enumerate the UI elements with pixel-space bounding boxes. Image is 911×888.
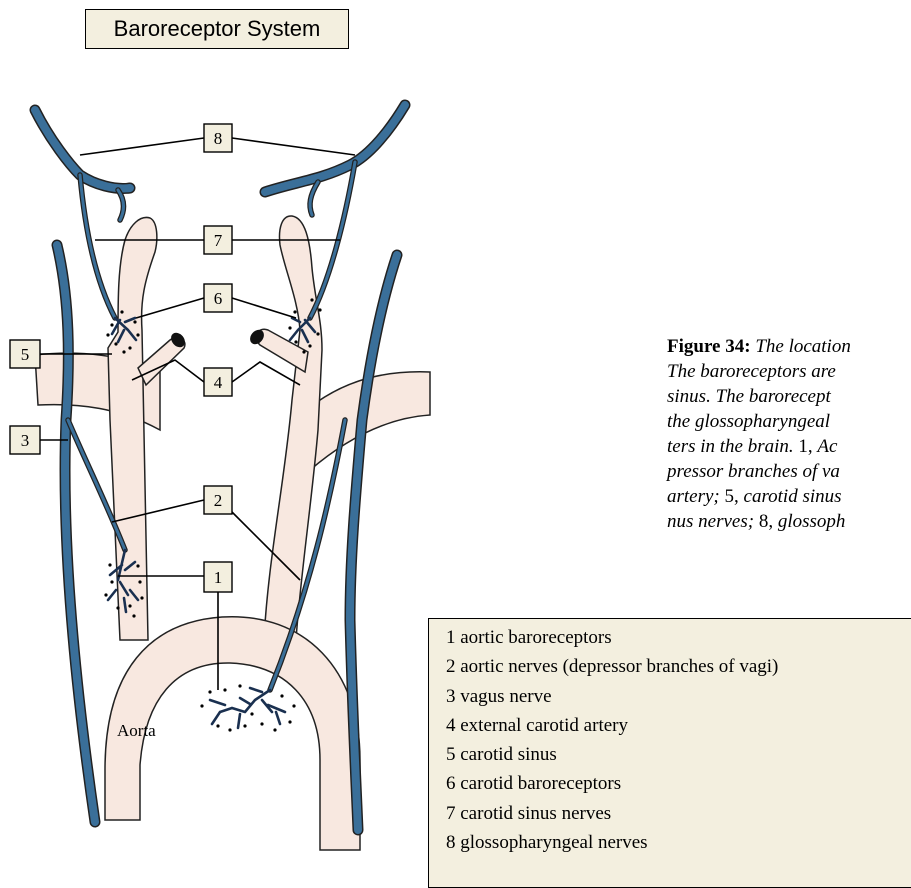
caption-line-2: The baroreceptors are xyxy=(667,359,911,384)
right-common-carotid xyxy=(264,216,322,640)
caption-figure-label: Figure 34: xyxy=(667,336,751,357)
caption-line-4: the glossopharyngeal xyxy=(667,409,911,434)
svg-text:2: 2 xyxy=(214,491,223,510)
arch-baroreceptors xyxy=(210,688,285,728)
right-glossopharyngeal-branch-core xyxy=(310,182,318,215)
svg-text:6: 6 xyxy=(214,289,223,308)
callout-3: 3 xyxy=(10,426,40,454)
figure-caption: Figure 34: The location The baroreceptor… xyxy=(667,334,911,534)
svg-text:7: 7 xyxy=(214,231,223,250)
legend-item: 5 carotid sinus xyxy=(446,740,911,769)
legend-item: 1 aortic baroreceptors xyxy=(446,623,911,652)
caption-line-6: pressor branches of va xyxy=(667,459,911,484)
right-glossopharyngeal-nerve xyxy=(265,105,405,192)
left-carotid-sinus-nerve-core xyxy=(80,175,115,318)
caption-line-7: artery; 5, carotid sinus xyxy=(667,484,911,509)
legend-item: 2 aortic nerves (depressor branches of v… xyxy=(446,652,911,681)
legend-box: 1 aortic baroreceptors 2 aortic nerves (… xyxy=(428,618,911,888)
caption-line-3: sinus. The barorecept xyxy=(667,384,911,409)
left-carotid-sinus-nerve xyxy=(80,175,115,318)
caption-line-5: ters in the brain. 1, Ac xyxy=(667,434,911,459)
legend-item: 3 vagus nerve xyxy=(446,682,911,711)
legend-item: 4 external carotid artery xyxy=(446,711,911,740)
svg-text:5: 5 xyxy=(21,345,30,364)
right-glossopharyngeal-nerve-core xyxy=(265,105,405,192)
aorta-label: Aorta xyxy=(117,721,156,740)
svg-text:1: 1 xyxy=(214,568,223,587)
svg-text:3: 3 xyxy=(21,431,30,450)
callout-1: 1 xyxy=(204,562,232,592)
callout-8: 8 xyxy=(204,124,232,152)
caption-line-1: Figure 34: The location xyxy=(667,334,911,359)
nerves xyxy=(35,105,405,830)
svg-text:4: 4 xyxy=(214,373,223,392)
callout-6: 6 xyxy=(204,284,232,312)
callout-7: 7 xyxy=(204,226,232,254)
callout-4: 4 xyxy=(204,368,232,396)
callout-2: 2 xyxy=(204,486,232,514)
legend-item: 7 carotid sinus nerves xyxy=(446,799,911,828)
caption-line-8: nus nerves; 8, glossoph xyxy=(667,509,911,534)
legend-item: 6 carotid baroreceptors xyxy=(446,769,911,798)
svg-text:8: 8 xyxy=(214,129,223,148)
callout-5: 5 xyxy=(10,340,40,368)
legend-item: 8 glossopharyngeal nerves xyxy=(446,828,911,857)
